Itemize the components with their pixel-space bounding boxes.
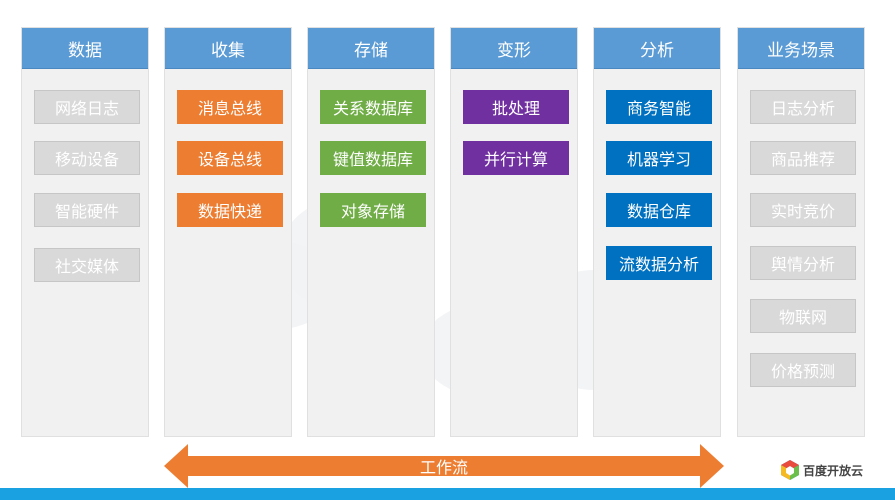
column-data: 数据 网络日志 移动设备 智能硬件 社交媒体 (21, 27, 149, 437)
column-header: 收集 (165, 28, 291, 69)
item-kv-db: 键值数据库 (320, 141, 426, 175)
item-real-time-bidding: 实时竞价 (750, 193, 856, 227)
item-object-storage: 对象存储 (320, 193, 426, 227)
item-batch-processing: 批处理 (463, 90, 569, 124)
item-iot: 物联网 (750, 299, 856, 333)
brand-name: 百度开放云 (803, 463, 864, 478)
column-header: 变形 (451, 28, 577, 69)
column-transform: 变形 批处理 并行计算 (450, 27, 578, 437)
item-mobile-device: 移动设备 (34, 141, 140, 175)
item-data-warehouse: 数据仓库 (606, 193, 712, 227)
column-header: 存储 (308, 28, 434, 69)
workflow-arrow (164, 444, 724, 488)
item-price-prediction: 价格预测 (750, 353, 856, 387)
column-header: 数据 (22, 28, 148, 69)
column-header: 分析 (594, 28, 720, 69)
brand-logo: 百度开放云 (780, 458, 863, 482)
item-relational-db: 关系数据库 (320, 90, 426, 124)
item-business-intelligence: 商务智能 (606, 90, 712, 124)
item-message-bus: 消息总线 (177, 90, 283, 124)
item-parallel-computing: 并行计算 (463, 141, 569, 175)
item-stream-analysis: 流数据分析 (606, 246, 712, 280)
column-storage: 存储 关系数据库 键值数据库 对象存储 (307, 27, 435, 437)
item-log-analysis: 日志分析 (750, 90, 856, 124)
column-business-scenarios: 业务场景 日志分析 商品推荐 实时竞价 舆情分析 物联网 价格预测 (737, 27, 865, 437)
item-device-bus: 设备总线 (177, 141, 283, 175)
workflow-label: 工作流 (419, 458, 468, 477)
item-web-log: 网络日志 (34, 90, 140, 124)
item-data-express: 数据快递 (177, 193, 283, 227)
footer-bar (0, 488, 895, 500)
item-product-recommendation: 商品推荐 (750, 141, 856, 175)
column-analysis: 分析 商务智能 机器学习 数据仓库 流数据分析 (593, 27, 721, 437)
item-machine-learning: 机器学习 (606, 141, 712, 175)
baidu-cloud-logo-icon (781, 460, 799, 480)
item-social-media: 社交媒体 (34, 248, 140, 282)
item-smart-hardware: 智能硬件 (34, 193, 140, 227)
column-header: 业务场景 (738, 28, 864, 69)
column-collect: 收集 消息总线 设备总线 数据快递 (164, 27, 292, 437)
item-opinion-analysis: 舆情分析 (750, 246, 856, 280)
